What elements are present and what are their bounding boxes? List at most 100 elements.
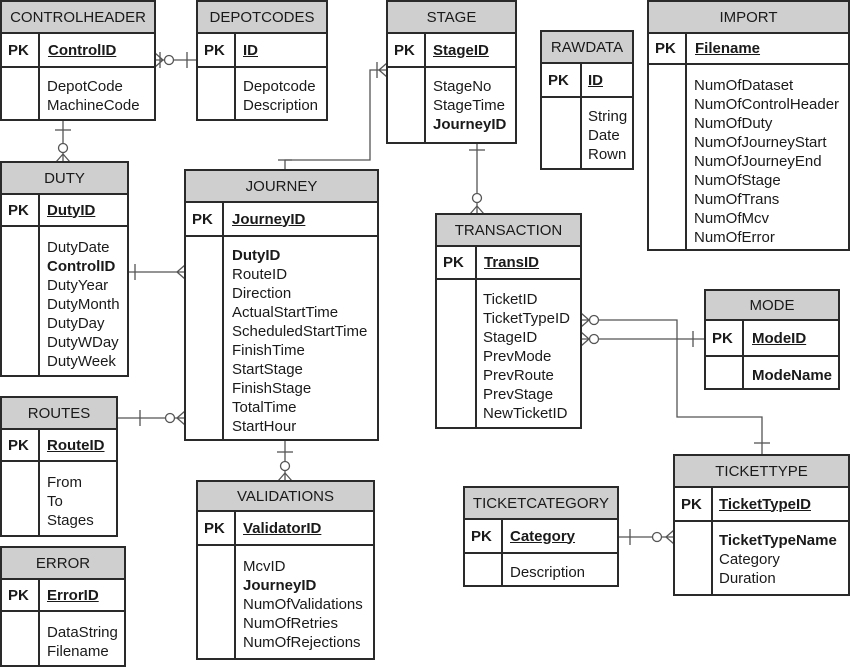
entity-controlheader-title: CONTROLHEADER: [2, 2, 154, 34]
journey-attr: StartStage: [232, 361, 303, 378]
ticketcategory-pk: Category: [510, 527, 576, 545]
entity-journey-title: JOURNEY: [186, 171, 377, 203]
stage-attr: StageTime: [433, 97, 505, 114]
tickettype-attr: TicketTypeName: [719, 532, 837, 549]
routes-attr: To: [47, 493, 63, 510]
duty-attr: DutyYear: [47, 277, 109, 294]
entity-rawdata: RAWDATA PK ID String Date Rown: [540, 30, 634, 170]
journey-attr: FinishTime: [232, 342, 305, 359]
stage-pk: StageID: [433, 41, 489, 59]
controlheader-attr: DepotCode: [47, 78, 123, 95]
journey-attr: TotalTime: [232, 399, 297, 416]
tickettype-attr: Duration: [719, 570, 776, 587]
journey-attr: Direction: [232, 285, 292, 302]
stage-attr: JourneyID: [433, 116, 507, 133]
depotcodes-attr: Description: [243, 97, 319, 114]
routes-attr: Stages: [47, 512, 94, 529]
entity-journey: JOURNEY PK JourneyID DutyID RouteID Dire…: [184, 169, 379, 441]
duty-attr: DutyDate: [47, 239, 110, 256]
entity-transaction: TRANSACTION PK TransID TicketID TicketTy…: [435, 213, 582, 429]
entity-stage: STAGE PK StageID StageNo StageTime Journ…: [386, 0, 517, 144]
error-attr: DataString: [47, 624, 118, 641]
journey-attr: RouteID: [232, 266, 288, 283]
validations-attr: JourneyID: [243, 577, 317, 594]
pk-label: PK: [198, 512, 236, 544]
entity-validations-title: VALIDATIONS: [198, 482, 373, 512]
entity-duty-title: DUTY: [2, 163, 127, 195]
duty-attr: DutyMonth: [47, 296, 120, 313]
mode-pk: ModeID: [752, 329, 807, 347]
import-attr: NumOfDataset: [694, 77, 794, 94]
rawdata-attr: Rown: [588, 146, 627, 163]
transaction-attr: TicketID: [483, 291, 538, 308]
import-attr: NumOfMcv: [694, 210, 769, 227]
pk-label: PK: [649, 34, 687, 63]
transaction-attr: StageID: [483, 329, 538, 346]
transaction-pk: TransID: [484, 254, 540, 271]
entity-depotcodes-title: DEPOTCODES: [198, 2, 326, 34]
entity-error-title: ERROR: [2, 548, 124, 580]
rawdata-attr: Date: [588, 127, 620, 144]
journey-attr: StartHour: [232, 418, 297, 435]
transaction-attr: TicketTypeID: [483, 310, 570, 327]
controlheader-pk: ControlID: [48, 41, 117, 59]
entity-routes-title: ROUTES: [2, 398, 116, 430]
duty-attr: DutyWDay: [47, 334, 119, 351]
rawdata-pk: ID: [588, 71, 603, 89]
pk-label: PK: [2, 580, 40, 610]
entity-depotcodes: DEPOTCODES PK ID Depotcode Description: [196, 0, 328, 121]
pk-label: PK: [2, 195, 40, 225]
pk-label: PK: [198, 34, 236, 66]
validations-attr: NumOfValidations: [243, 596, 363, 613]
entity-routes: ROUTES PK RouteID From To Stages: [0, 396, 118, 537]
validations-attr: McvID: [243, 558, 286, 575]
entity-tickettype-title: TICKETTYPE: [675, 456, 848, 488]
routes-attr: From: [47, 474, 82, 491]
error-attr: Filename: [47, 643, 109, 660]
depotcodes-attr: Depotcode: [243, 78, 316, 95]
ticketcategory-attr: Description: [510, 564, 586, 581]
entity-transaction-title: TRANSACTION: [437, 215, 580, 247]
import-attr: NumOfStage: [694, 172, 781, 189]
entity-mode-title: MODE: [706, 291, 838, 321]
entity-ticketcategory: TICKETCATEGORY PK Category Description: [463, 486, 619, 587]
entity-validations: VALIDATIONS PK ValidatorID McvID Journey…: [196, 480, 375, 660]
entity-duty: DUTY PK DutyID DutyDate ControlID DutyYe…: [0, 161, 129, 377]
entity-error: ERROR PK ErrorID DataString Filename: [0, 546, 126, 667]
entity-tickettype: TICKETTYPE PK TicketTypeID TicketTypeNam…: [673, 454, 850, 596]
transaction-attr: PrevRoute: [483, 367, 554, 384]
journey-attr: FinishStage: [232, 380, 312, 397]
journey-attr: ActualStartTime: [232, 304, 339, 321]
journey-attr: ScheduledStartTime: [232, 323, 368, 340]
entity-import-title: IMPORT: [649, 2, 848, 34]
entity-rawdata-title: RAWDATA: [542, 32, 632, 64]
transaction-attr: NewTicketID: [483, 405, 568, 422]
pk-label: PK: [437, 247, 477, 278]
tickettype-attr: Category: [719, 551, 780, 568]
tickettype-pk: TicketTypeID: [719, 495, 811, 513]
pk-label: PK: [388, 34, 426, 66]
validations-attr: NumOfRetries: [243, 615, 339, 632]
validations-attr: NumOfRejections: [243, 634, 361, 651]
pk-label: PK: [2, 34, 40, 66]
error-pk: ErrorID: [47, 586, 99, 604]
journey-pk: JourneyID: [232, 210, 306, 228]
routes-pk: RouteID: [47, 436, 105, 454]
rawdata-attr: String: [588, 108, 628, 125]
import-attr: NumOfJourneyEnd: [694, 153, 822, 170]
transaction-attr: PrevStage: [483, 386, 554, 403]
validations-pk: ValidatorID: [243, 519, 322, 537]
import-attr: NumOfError: [694, 229, 775, 246]
entity-ticketcategory-title: TICKETCATEGORY: [465, 488, 617, 520]
duty-attr: DutyWeek: [47, 353, 116, 370]
depotcodes-pk: ID: [243, 41, 258, 59]
duty-attr: DutyDay: [47, 315, 105, 332]
entity-controlheader: CONTROLHEADER PK ControlID DepotCode Mac…: [0, 0, 156, 121]
pk-label: PK: [186, 203, 224, 235]
transaction-attr: PrevMode: [483, 348, 552, 365]
duty-pk: DutyID: [47, 201, 96, 219]
entity-mode: MODE PK ModeID ModeName: [704, 289, 840, 390]
stage-attr: StageNo: [433, 78, 492, 95]
pk-label: PK: [465, 520, 503, 552]
pk-label: PK: [542, 64, 582, 96]
